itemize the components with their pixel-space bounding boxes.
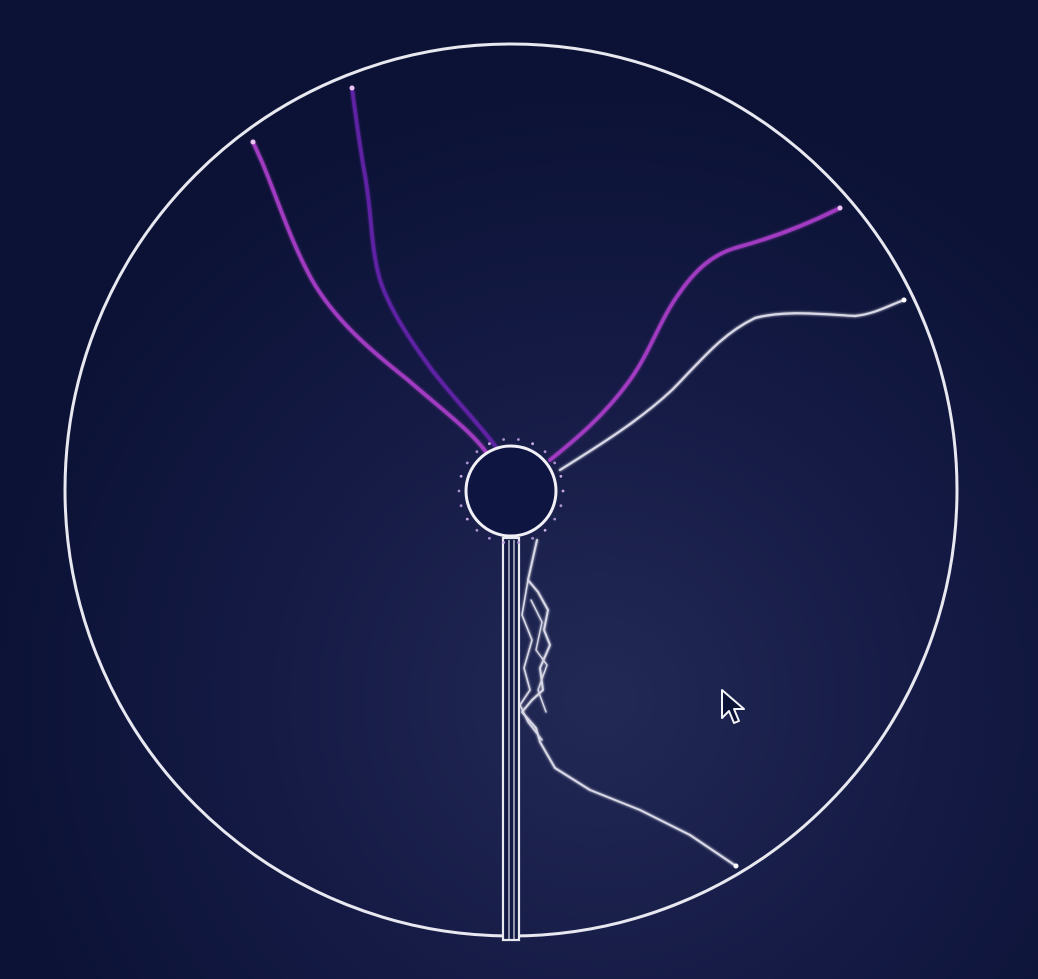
spark-dot — [465, 461, 469, 465]
spark-dot — [553, 517, 557, 521]
spark-dot — [553, 461, 557, 465]
spark-dot — [531, 536, 534, 540]
arc-tip — [733, 863, 739, 869]
spark-dot — [559, 504, 563, 508]
arc-white-right — [558, 298, 906, 472]
spark-dot — [475, 528, 479, 532]
globe-stand — [501, 536, 521, 942]
spark-dot — [543, 528, 547, 532]
spark-dot — [488, 442, 491, 446]
arc-white-lower-right — [521, 539, 737, 867]
stand-rod — [501, 536, 521, 942]
arc-white-lower-branch-2 — [530, 599, 548, 713]
arc-tips — [250, 85, 907, 869]
spark-dot — [517, 541, 520, 544]
spark-dot — [517, 438, 520, 441]
spark-dot — [475, 450, 479, 454]
arc-tip — [837, 205, 843, 211]
electrode-ball[interactable] — [464, 444, 558, 538]
spark-dot — [502, 541, 505, 544]
arc-white-lower-branch — [519, 579, 543, 741]
mouse-pointer-icon — [721, 689, 745, 724]
plasma-arcs — [251, 86, 906, 867]
spark-dot — [488, 536, 491, 540]
spark-dot — [543, 450, 547, 454]
spark-dot — [559, 474, 563, 478]
spark-dot — [531, 442, 534, 446]
spark-dot — [465, 517, 469, 521]
arc-tip — [250, 139, 256, 145]
spark-dot — [457, 489, 461, 493]
center-electrode[interactable] — [457, 438, 565, 544]
arc-magenta-top-left — [251, 140, 488, 454]
arc-magenta-top-right — [548, 206, 842, 462]
spark-dot — [502, 438, 505, 441]
spark-dot — [459, 474, 463, 478]
electrode-sparks — [457, 438, 565, 544]
arc-tip — [349, 85, 355, 91]
spark-dot — [459, 504, 463, 508]
arc-tip — [901, 297, 907, 303]
spark-dot — [561, 489, 565, 493]
arc-violet-top — [350, 86, 498, 449]
